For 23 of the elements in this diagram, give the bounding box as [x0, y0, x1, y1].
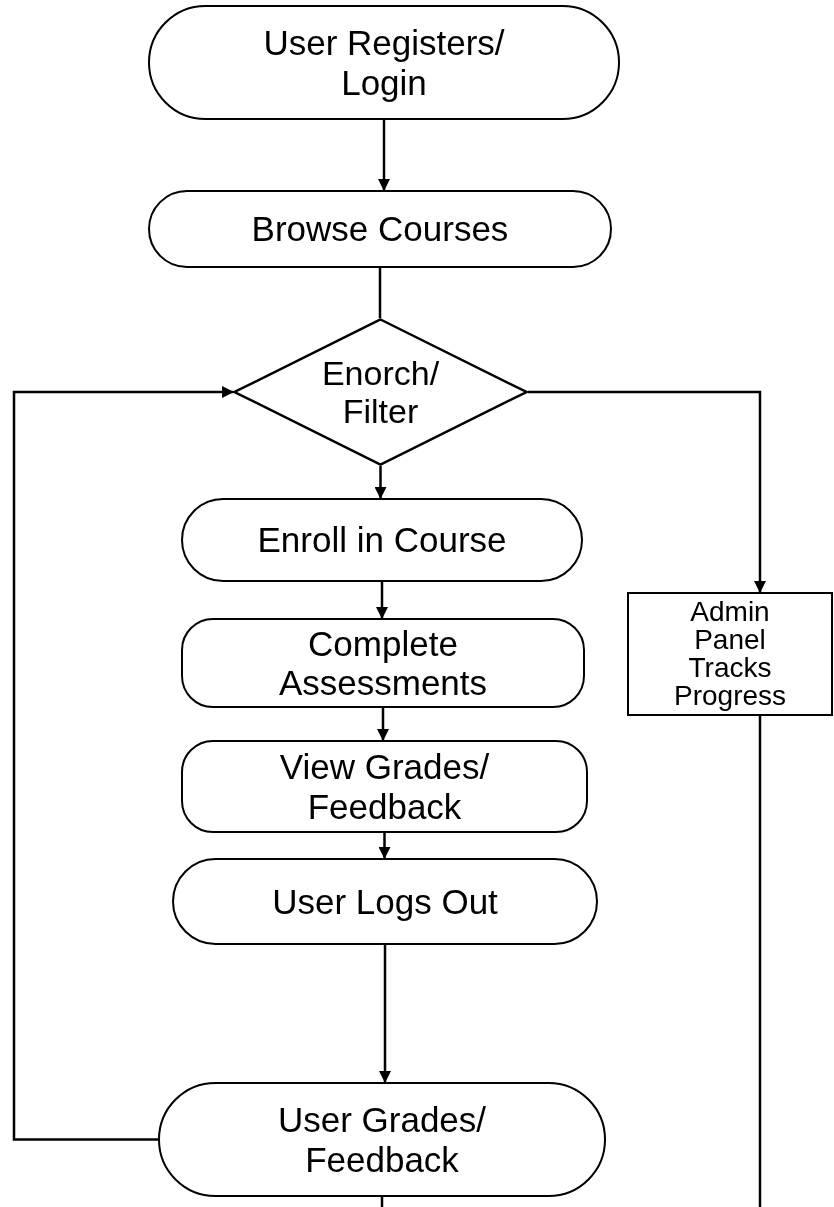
node-label: Admin Panel Tracks Progress — [674, 598, 786, 710]
arrow — [376, 582, 388, 619]
process-box — [627, 592, 833, 716]
node-label: Enorch/ Filter — [320, 353, 441, 431]
node-label: User Grades/ Feedback — [276, 1100, 488, 1179]
node-label: Browse Courses — [250, 209, 510, 249]
arrow — [12, 386, 234, 1141]
connector-line — [378, 268, 382, 318]
arrow — [379, 945, 391, 1083]
node-label: Enroll in Course — [256, 520, 508, 560]
node-label: View Grades/ Feedback — [278, 747, 491, 826]
arrow — [528, 390, 766, 593]
process-box — [181, 740, 588, 833]
node-label: Complete Assessments — [277, 623, 489, 703]
arrow — [378, 833, 391, 859]
decision-diamond — [233, 318, 528, 466]
arrow — [378, 120, 390, 191]
node-label: User Logs Out — [271, 881, 499, 922]
process-box — [181, 618, 585, 708]
arrow — [374, 466, 387, 499]
arrow — [377, 708, 389, 741]
connector-line — [758, 716, 762, 1207]
node-label: User Registers/ Login — [262, 23, 506, 102]
